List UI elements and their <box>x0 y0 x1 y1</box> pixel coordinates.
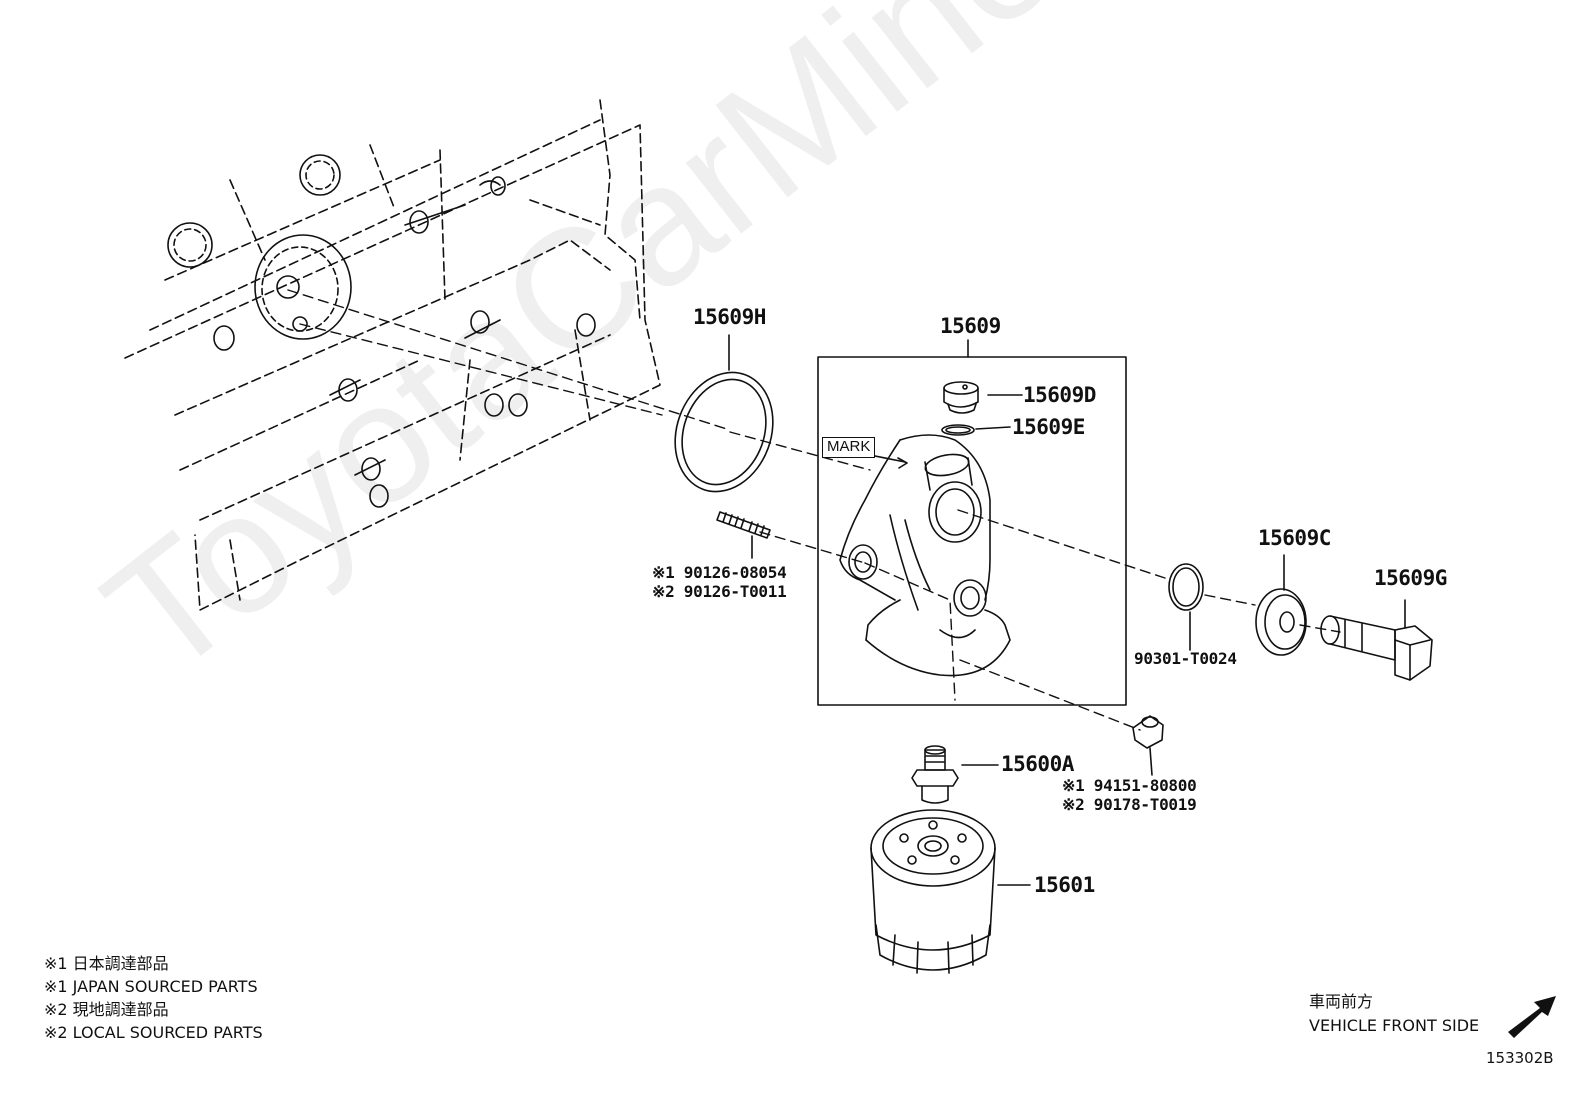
label-15609C: 15609C <box>1258 526 1331 550</box>
legend-line-1: ※1 日本調達部品 <box>44 954 169 973</box>
stud-bolt <box>716 511 771 559</box>
union-bolt-15609G <box>1320 599 1433 681</box>
legend-line-3: ※2 現地調達部品 <box>44 1000 169 1019</box>
stud-part-line1: ※1 90126-08054 <box>652 563 787 582</box>
direction-en: VEHICLE FRONT SIDE <box>1309 1016 1480 1035</box>
label-15601: 15601 <box>1034 873 1095 897</box>
washer-15609C <box>1255 554 1307 656</box>
o-ring-15609H <box>674 334 774 493</box>
stud-part-line2: ※2 90126-T0011 <box>652 582 787 601</box>
label-15609E: 15609E <box>1012 415 1085 439</box>
nut-part-line2: ※2 90178-T0019 <box>1062 795 1197 814</box>
nut-part <box>1132 715 1164 776</box>
union-15600A <box>911 745 999 804</box>
label-15600A: 15600A <box>1001 752 1074 776</box>
label-15609H: 15609H <box>693 305 766 329</box>
legend-line-2: ※1 JAPAN SOURCED PARTS <box>44 977 258 996</box>
legend-line-4: ※2 LOCAL SOURCED PARTS <box>44 1023 263 1042</box>
bracket-box <box>817 339 1127 706</box>
gasket-15609E <box>941 424 1011 436</box>
nut-part-line1: ※1 94151-80800 <box>1062 776 1197 795</box>
o-ring-90301 <box>1168 563 1204 651</box>
direction-jp: 車両前方 <box>1309 992 1374 1011</box>
engine-block <box>124 99 661 611</box>
plug-15609D <box>943 381 1023 414</box>
label-15609G: 15609G <box>1374 566 1447 590</box>
figure-id: 153302B <box>1486 1049 1554 1067</box>
label-90301: 90301-T0024 <box>1134 649 1237 668</box>
mark-label: MARK <box>822 437 876 458</box>
oil-filter-15601 <box>870 809 1031 974</box>
label-15609D: 15609D <box>1023 383 1096 407</box>
leader-lines <box>287 289 1341 731</box>
front-arrow-icon <box>1508 996 1556 1038</box>
oil-filter-bracket <box>839 434 1011 677</box>
engine-bosses <box>167 154 596 508</box>
label-15609: 15609 <box>940 314 1001 338</box>
